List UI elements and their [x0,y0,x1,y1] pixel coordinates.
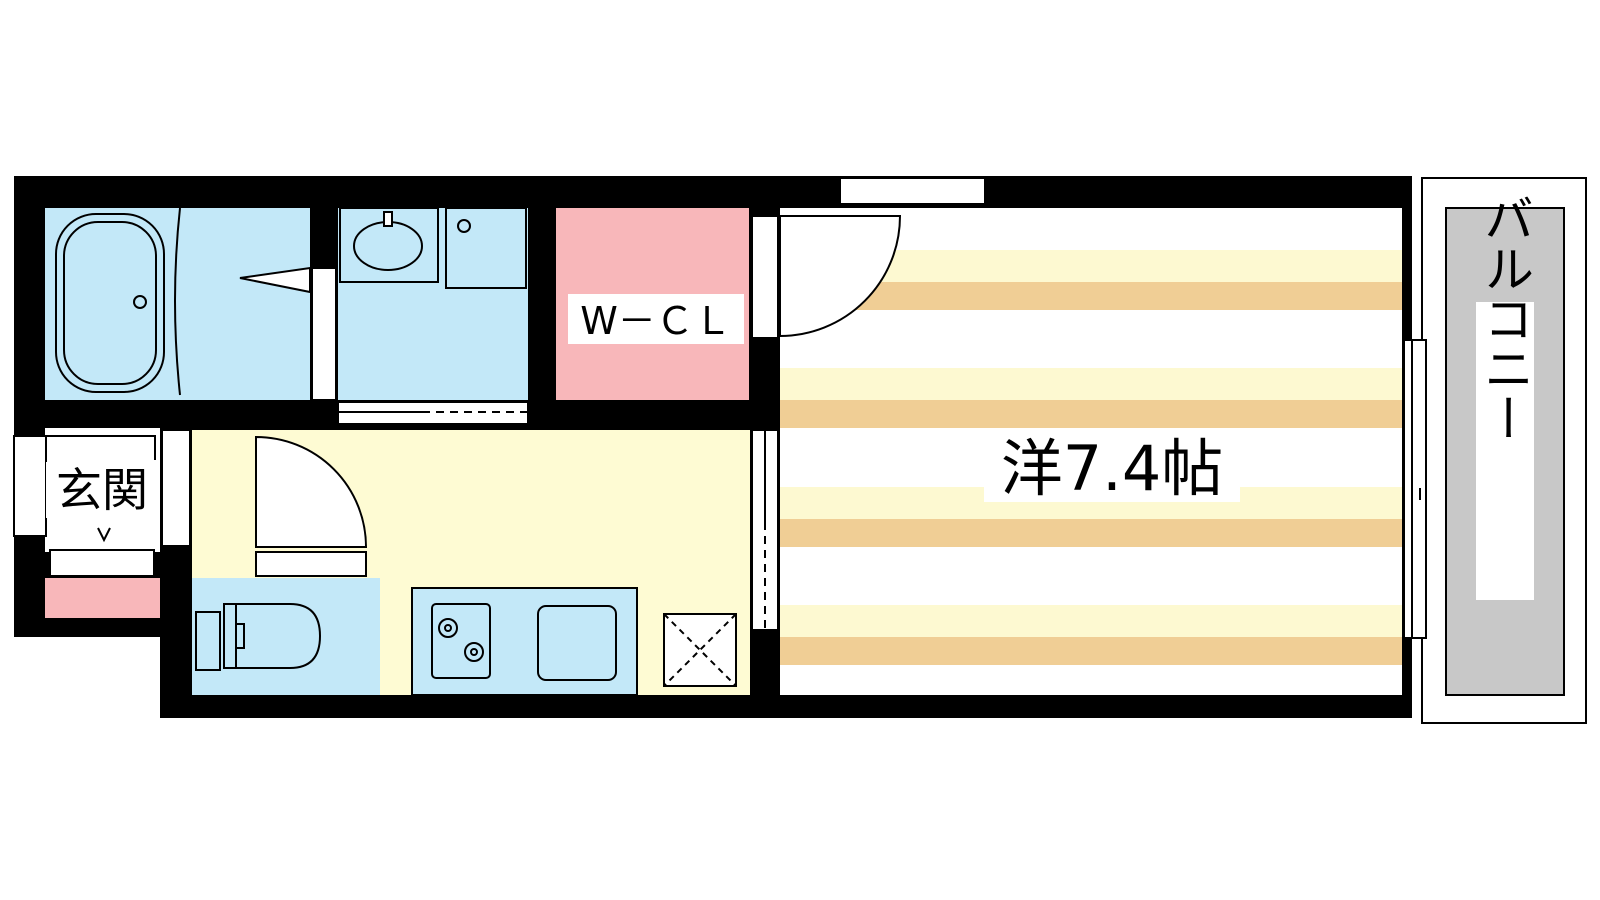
washing-machine-space [445,207,527,289]
western-room-door [779,215,902,338]
entrance-door [45,435,156,460]
doors [45,215,902,548]
toilet-door [255,435,368,548]
fridge-space [663,613,737,687]
kitchen-sink [537,605,617,681]
toilet [195,603,322,671]
balcony-label: バルコニー [1476,193,1534,443]
bathtub [55,213,165,393]
closet-label: W－ＣＬ [580,299,732,343]
western-room-label: 洋7.4帖 [1001,432,1224,505]
shower-faucet [239,266,311,294]
fixtures [55,207,737,687]
openings [13,177,1427,639]
entrance-label: 玄関 [56,463,148,517]
entrance-mat [45,578,160,618]
stove [431,603,491,679]
shoe-cabinet-marker [97,527,111,543]
